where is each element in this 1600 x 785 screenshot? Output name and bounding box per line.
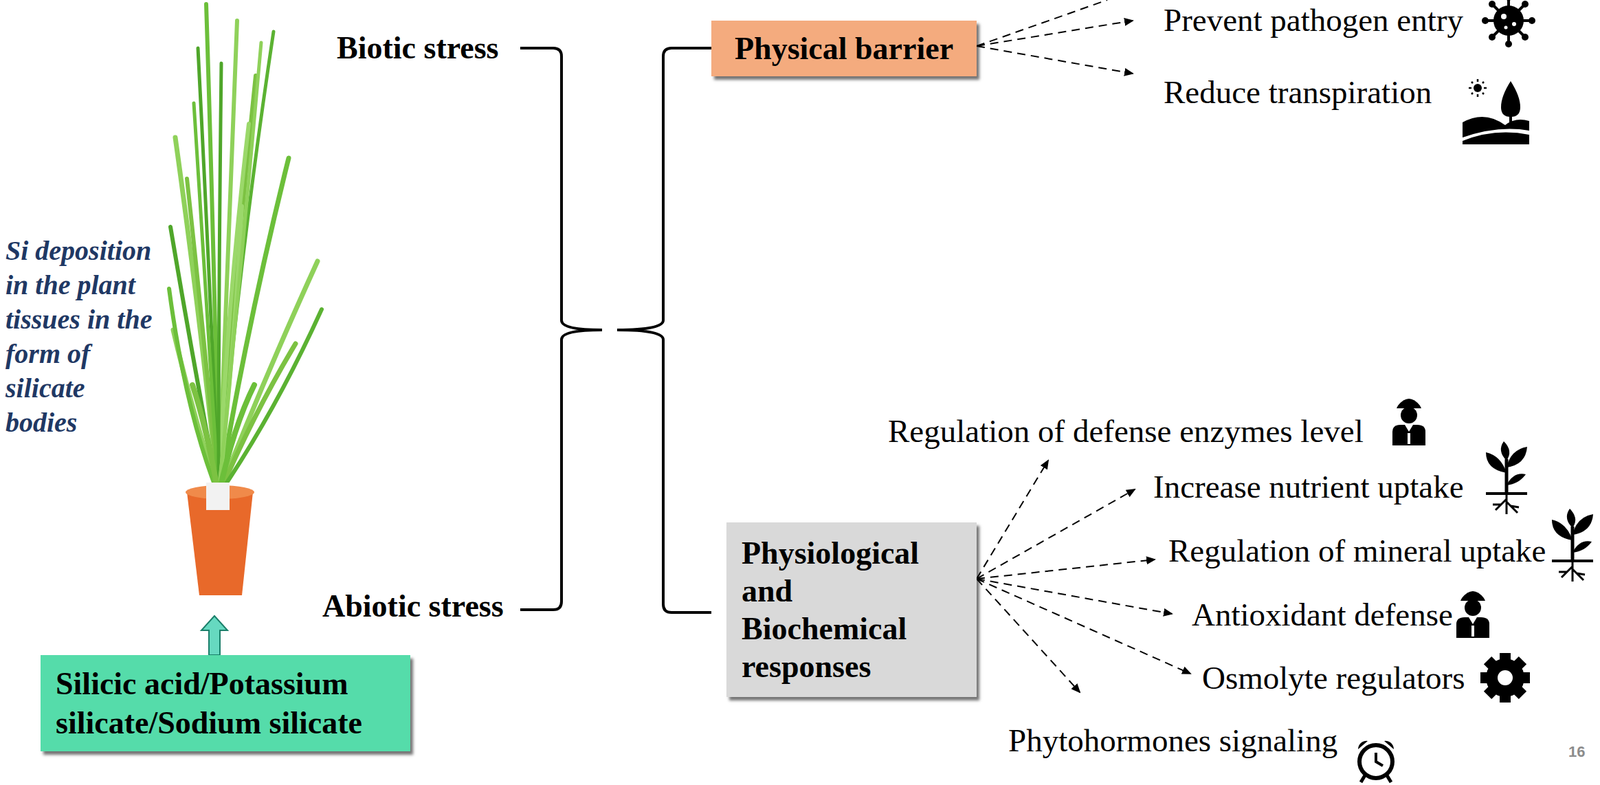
effect-label: Osmolyte regulators [1202,659,1465,697]
effect-label: Antioxidant defense [1191,595,1453,633]
clock-icon [1358,740,1394,783]
soldier-icon [1456,591,1490,638]
mechanism-box: Physiological and Biochemical responses [726,522,977,697]
gear-icon [1480,652,1530,703]
virus-icon [1481,0,1536,48]
right-bracket [617,48,712,613]
effect-label: Prevent pathogen entry [1163,1,1464,39]
plant-pot [185,482,255,596]
up-arrow [201,615,228,655]
effect-label: Increase nutrient uptake [1153,468,1464,506]
plant-roots-icon [1485,441,1528,515]
mechanism-box: Physical barrier [711,20,977,77]
effect-label: Regulation of defense enzymes level [887,412,1364,450]
box-text: Physiological and Biochemical responses [741,534,941,686]
effect-label: Phytohormones signaling [1008,721,1338,759]
box-text: Silicic acid/Potassium silicate/Sodium s… [55,663,393,743]
transpiration-icon [1462,79,1530,145]
box-text: Physical barrier [734,30,954,67]
dashed-arrows [976,0,1191,693]
effect-label: Regulation of mineral uptake [1168,531,1546,570]
left-bracket [520,48,603,610]
plant-roots-icon [1551,508,1594,582]
source-box: Silicic acid/Potassium silicate/Sodium s… [40,654,411,752]
effect-label: Reduce transpiration [1163,73,1432,111]
stress-label: Abiotic stress [322,588,504,625]
page-number: 16 [1568,742,1585,761]
soldier-icon [1392,398,1426,446]
rice-plant [169,4,322,495]
note-text: Si deposition in the plant tissues in th… [5,233,159,440]
stress-label: Biotic stress [336,30,499,67]
